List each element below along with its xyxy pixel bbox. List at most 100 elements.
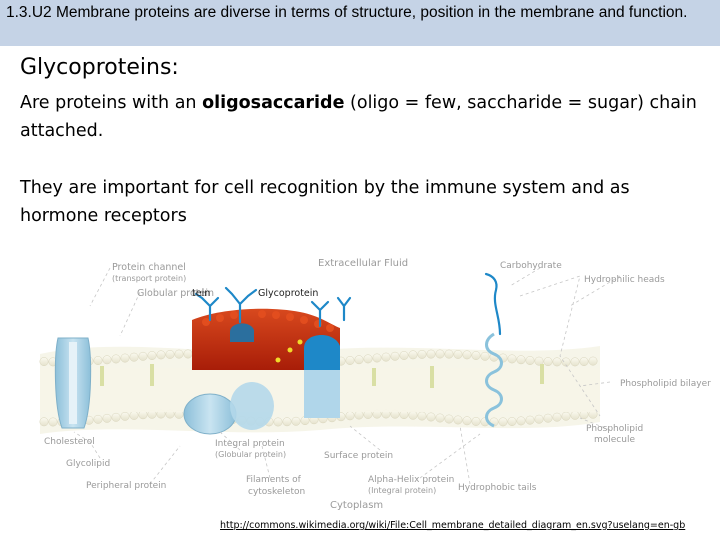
phospholipid-head [408, 350, 418, 360]
carbohydrate-chains [194, 272, 502, 336]
phospholipid-head [399, 351, 409, 360]
definition-text-end: (oligo = few, saccharide = sugar) chain … [20, 93, 697, 141]
phospholipid-head [183, 349, 193, 359]
source-link[interactable]: http://commons.wikimedia.org/wiki/File:C… [220, 520, 686, 531]
phospholipid-head [102, 413, 112, 423]
phospholipid-head [345, 356, 355, 365]
phospholipid-head [561, 357, 571, 367]
phospholipid-head [561, 411, 571, 421]
phospholipid-head [129, 352, 139, 362]
phospholipid-head [435, 413, 445, 423]
label-integral-protein-paren: (Integral protein) [368, 486, 436, 495]
phospholipid-head [39, 417, 49, 427]
phospholipid-head [579, 357, 589, 367]
phospholipid-head [39, 357, 49, 367]
label-phospholipid-molecule-2: molecule [594, 435, 635, 445]
phospholipid-head [507, 417, 517, 426]
label-cholesterol: Cholesterol [44, 437, 95, 447]
label-glycoprotein: Glycoprotein [258, 288, 318, 299]
alpha-helix-protein [485, 332, 503, 428]
slide-header-title: 1.3.U2 Membrane proteins are diverse in … [6, 4, 688, 21]
phospholipid-head [462, 350, 472, 360]
glycoprotein-bulb [230, 323, 254, 342]
phospholipid-head [174, 349, 184, 359]
label-globular-protein: Globular protein [137, 288, 214, 299]
phospholipid-head [93, 356, 103, 366]
phospholipid-head [111, 412, 121, 422]
label-carbohydrate: Carbohydrate [500, 261, 562, 271]
cell-membrane-diagram: Protein channel (transport protein) Glob… [39, 258, 711, 511]
protein-channel-pore [69, 342, 77, 424]
phospholipid-head [354, 410, 364, 420]
globular-protein-shape [183, 393, 237, 435]
phospholipid-head [390, 351, 400, 361]
phospholipid-head [129, 411, 139, 420]
phospholipid-head [462, 416, 472, 426]
cholesterol-markers [100, 364, 544, 388]
label-integral-protein: Integral protein [215, 439, 285, 449]
phospholipid-head [453, 415, 463, 425]
phospholipid-head [471, 416, 481, 426]
phospholipid-head [273, 417, 283, 427]
definition-bold-term: oligosaccaride [202, 93, 345, 113]
label-alpha-helix: Alpha-Helix protein [368, 475, 454, 485]
phospholipid-head [147, 351, 157, 361]
phospholipid-head [354, 355, 364, 365]
phospholipid-head [570, 410, 580, 420]
phospholipid-head [453, 349, 463, 359]
phospholipid-head [381, 352, 391, 362]
phospholipid-head [534, 356, 544, 366]
phospholipid-head [363, 354, 373, 364]
phospholipid-head [120, 353, 130, 363]
integral-protein-right-body [304, 370, 340, 418]
function-paragraph: They are important for cell recognition … [20, 178, 630, 226]
phospholipid-head [120, 411, 130, 421]
phospholipid-head [156, 350, 166, 360]
glycoprotein-highlight [192, 308, 340, 370]
phospholipid-head [408, 410, 418, 420]
label-phospholipid-bilayer: Phospholipid bilayer [620, 379, 711, 389]
phospholipid-head [507, 354, 517, 364]
phospholipid-head [570, 357, 580, 367]
phospholipid-head [165, 349, 175, 359]
integral-protein-right [304, 334, 340, 370]
label-globular-protein-paren: (Globular protein) [215, 450, 286, 459]
label-peripheral-protein: Peripheral protein [86, 481, 166, 491]
phospholipid-head [543, 357, 553, 367]
phospholipid-head [345, 411, 355, 421]
label-protein-channel: Protein channel [112, 262, 186, 273]
phospholipid-head [417, 349, 427, 359]
header-bar [0, 0, 720, 46]
phospholipid-head [498, 417, 508, 427]
phospholipid-head [435, 349, 445, 359]
label-cytoplasm: Cytoplasm [330, 500, 383, 511]
phospholipid-head [426, 349, 436, 359]
callout-lines [73, 267, 621, 485]
phospholipid-head [291, 416, 301, 426]
section-title: Glycoproteins: [20, 55, 179, 80]
phospholipid-head [138, 351, 148, 361]
label-surface-protein: Surface protein [324, 451, 393, 461]
phospholipid-head [102, 355, 112, 365]
label-phospholipid-molecule-1: Phospholipid [586, 424, 643, 434]
integral-protein-shape [230, 382, 274, 430]
phospholipid-head [525, 415, 535, 425]
red-head-dots [202, 310, 334, 332]
phospholipid-head [525, 356, 535, 365]
phospholipid-head [552, 357, 562, 367]
phospholipid-head [543, 413, 553, 423]
label-hydrophobic-tails: Hydrophobic tails [458, 483, 537, 493]
phospholipid-head [588, 356, 598, 366]
label-extracellular-fluid: Extracellular Fluid [318, 258, 408, 269]
label-transport-protein: (transport protein) [112, 274, 186, 283]
definition-text-start: Are proteins with an [20, 93, 203, 113]
phospholipid-head [417, 411, 427, 421]
label-glycolipid: Glycolipid [66, 459, 110, 469]
phospholipid-head [93, 414, 103, 424]
phospholipid-head [444, 414, 454, 424]
label-tein-fragment: tein [192, 288, 210, 299]
phospholipid-head [444, 349, 454, 359]
phospholipid-head [516, 416, 526, 426]
phospholipid-head [471, 351, 481, 360]
phospholipid-head [480, 351, 490, 361]
